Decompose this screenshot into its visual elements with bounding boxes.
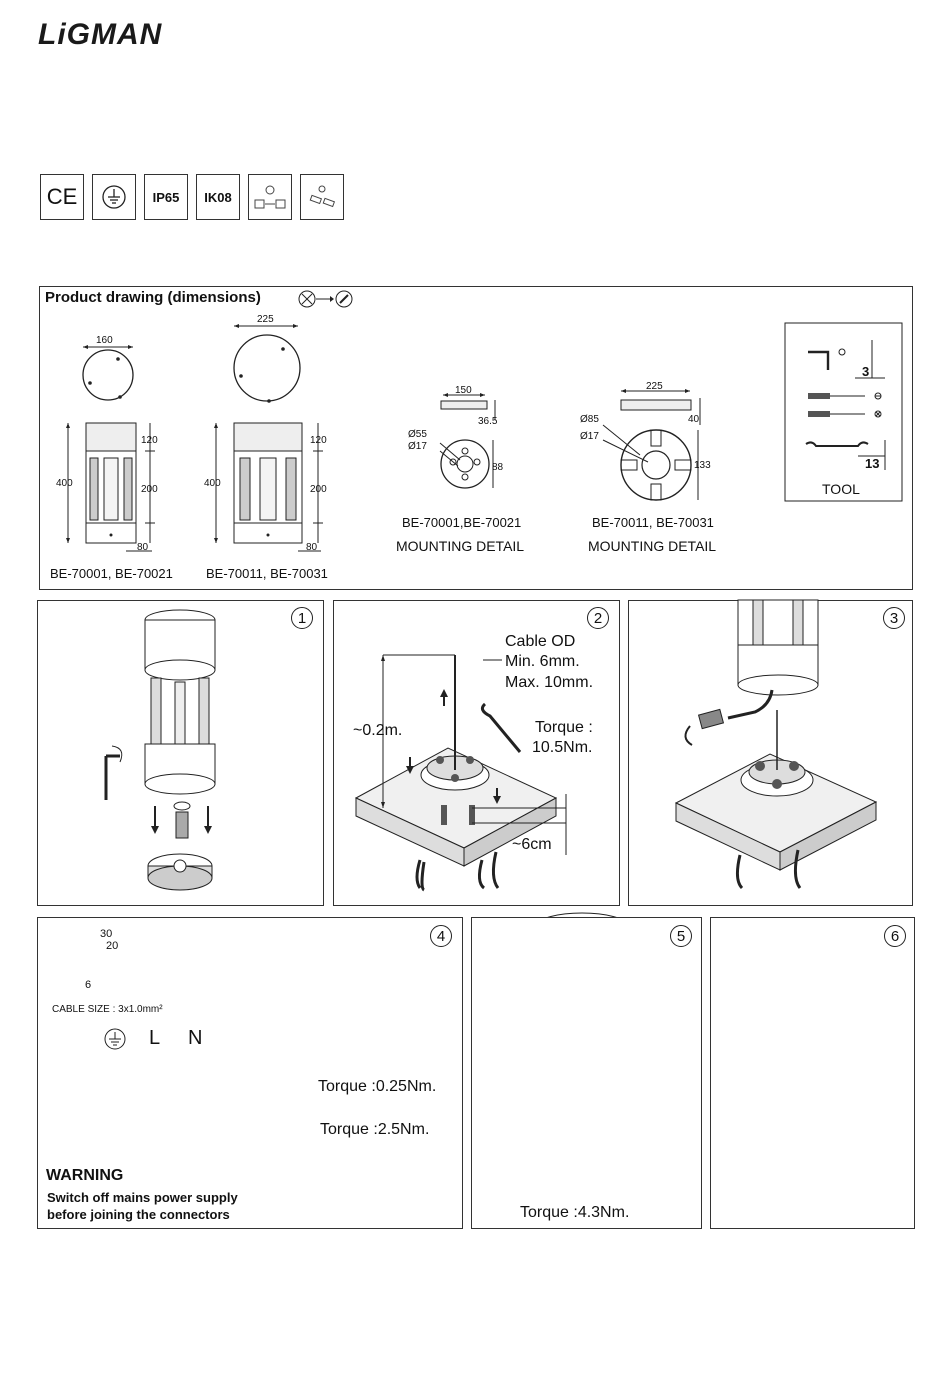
dim-s1-right: 120	[310, 435, 327, 446]
earth-ground-icon	[104, 1028, 126, 1050]
cable-max-label: Max. 10mm.	[505, 674, 594, 691]
depth-label: ~0.2m.	[353, 722, 403, 739]
brand-logo: LiGMAN	[38, 18, 163, 51]
mount1-height: 88	[492, 462, 504, 473]
torque-label: Torque :	[535, 719, 593, 736]
mount2-width: 225	[646, 381, 663, 392]
dim-base-right: 80	[306, 542, 318, 553]
step-6-icon: 6	[884, 925, 906, 947]
tool-hex-size: 3	[862, 364, 870, 379]
strip-6: 6	[85, 979, 92, 991]
dim-base-left: 80	[137, 542, 149, 553]
product-drawing-title: Product drawing (dimensions)	[45, 289, 261, 306]
dim-s2-right: 200	[310, 484, 327, 495]
mount1-width: 150	[455, 385, 472, 396]
product-drawing-lines	[66, 322, 903, 552]
neutral-label: N	[188, 1027, 203, 1049]
model-left: BE-70001, BE-70021	[50, 566, 173, 581]
dim-s1-left: 120	[141, 435, 158, 446]
step-2-icon: 2	[587, 607, 609, 629]
mount1-label: MOUNTING DETAIL	[396, 538, 525, 554]
torque-43-label: Torque :4.3Nm.	[520, 1204, 630, 1221]
step-3-icon: 3	[883, 607, 905, 629]
mount2-depth: 40	[688, 414, 700, 425]
mount2-o85: Ø85	[580, 414, 599, 425]
step-5-panel	[471, 917, 702, 1229]
mount1-depth: 36.5	[478, 416, 498, 427]
mount2-height: 133	[694, 460, 711, 471]
mount1-o17: Ø17	[408, 441, 427, 452]
dim-top-right: 225	[257, 314, 274, 325]
torque-value: 10.5Nm.	[532, 739, 593, 756]
mount2-label: MOUNTING DETAIL	[588, 538, 717, 554]
gap-label: ~6cm	[512, 836, 552, 853]
dim-s2-left: 200	[141, 484, 158, 495]
live-label: L	[149, 1027, 161, 1049]
strip-30: 30	[100, 928, 113, 940]
ce-mark-icon: CE	[40, 174, 84, 220]
dim-h-right: 400	[204, 478, 221, 489]
ik-rating-badge: IK08	[196, 174, 240, 220]
torque-025-label: Torque :0.25Nm.	[318, 1078, 437, 1095]
model-right: BE-70011, BE-70031	[206, 566, 328, 581]
screwdriver-icon	[298, 290, 353, 308]
warning-title: WARNING	[46, 1167, 124, 1184]
cable-size-label: CABLE SIZE : 3x1.0mm²	[52, 1004, 163, 1015]
cable-min-label: Min. 6mm.	[505, 653, 580, 670]
step-1-icon: 1	[291, 607, 313, 629]
mount2-model: BE-70011, BE-70031	[592, 515, 714, 530]
tool-wrench-size: 13	[865, 456, 880, 471]
mount1-o55: Ø55	[408, 429, 427, 440]
earth-ground-icon	[92, 174, 136, 220]
step-4-panel	[37, 917, 463, 1229]
adapter-icon	[300, 174, 344, 220]
product-drawing-panel	[39, 286, 913, 590]
torque-25-label: Torque :2.5Nm.	[320, 1121, 430, 1138]
dim-top-left: 160	[96, 335, 113, 346]
warning-line-2: before joining the connectors	[47, 1207, 230, 1222]
step-4-icon: 4	[430, 925, 452, 947]
voltage-rating-icon	[248, 174, 292, 220]
warning-line-1: Switch off mains power supply	[47, 1190, 238, 1205]
mount1-model: BE-70001,BE-70021	[402, 515, 522, 530]
cable-od-label: Cable OD	[505, 633, 576, 650]
mount2-o17: Ø17	[580, 431, 599, 442]
strip-20: 20	[106, 940, 119, 952]
tool-label: TOOL	[822, 481, 860, 497]
ip-rating-badge: IP65	[144, 174, 188, 220]
step-6-panel	[710, 917, 915, 1229]
dim-h-left: 400	[56, 478, 73, 489]
step-5-icon: 5	[670, 925, 692, 947]
